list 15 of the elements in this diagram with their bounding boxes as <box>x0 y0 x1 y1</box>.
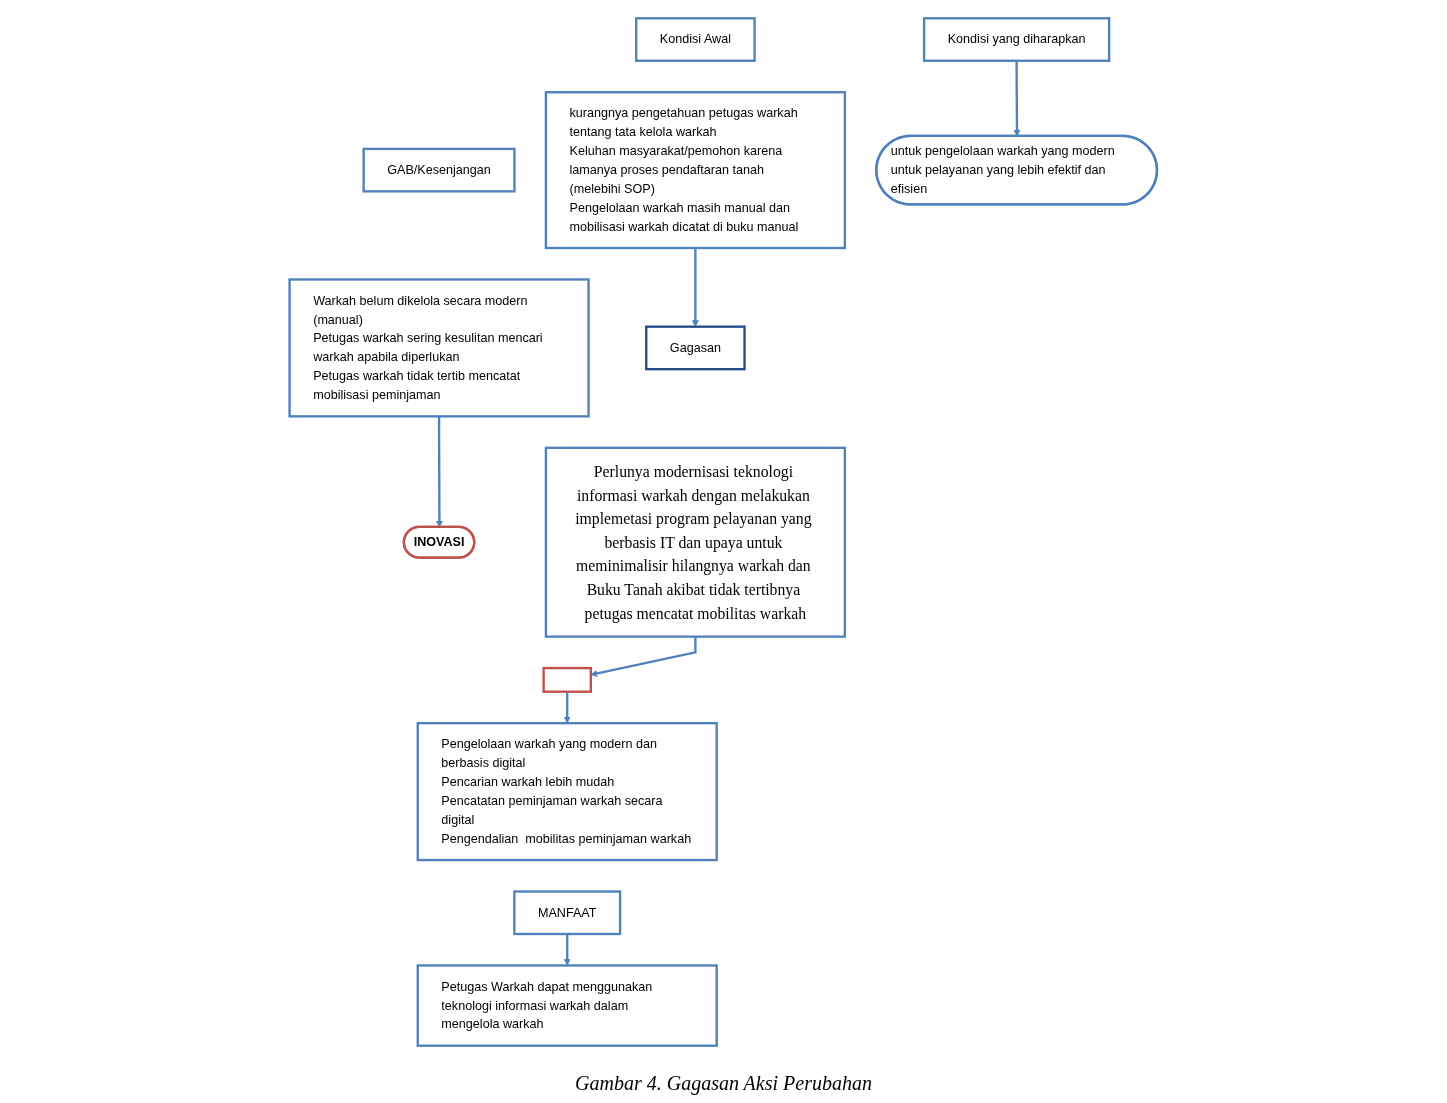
node-box: GAB/Kesenjangan <box>362 147 516 193</box>
node-box: Pengelolaan warkah yang modern dan berbasis digital Pencarian warkah lebih mudah Pencatatan peminjaman warkah secara digital Pengendalian mobilitas peminjaman warkah <box>416 722 719 862</box>
node-box: MANFAAT <box>513 890 622 936</box>
node-box: Gagasan <box>645 325 746 371</box>
node-box: Warkah belum dikelola secara modern (manual) Petugas warkah sering kesulitan mencari warkah apabila diperlukan Petugas warkah tidak tertib mencatat mobilisasi peminjaman <box>288 278 590 418</box>
node-box: Perlunya modernisasi teknologi informasi warkah dengan melakukan implemetasi program pelayanan yang berbasis IT dan upaya untuk meminimalisir hilangnya warkah dan Buku Tanah akibat tidak tertibnya petugas mencatat mobilitas warkah <box>544 446 847 638</box>
node-box: Kondisi Awal <box>635 17 756 62</box>
arrow <box>564 691 571 724</box>
node-box: kurangnya pengetahuan petugas warkah tentang tata kelola warkah Keluhan masyarakat/pemohon karena lamanya proses pendaftaran tanah (melebihi SOP) Pengelolaan warkah masih manual dan mobilisasi warkah dicatat di buku manual <box>544 91 847 250</box>
node-box: Kondisi yang diharapkan <box>923 17 1111 62</box>
node-box: Petugas Warkah dapat menggunakan teknologi informasi warkah dalam mengelola warkah <box>416 964 719 1047</box>
node-box <box>542 666 593 693</box>
arrow <box>564 934 571 966</box>
caption: Gambar 4. Gagasan Aksi Perubahan <box>574 1071 873 1097</box>
arrow <box>692 248 700 327</box>
